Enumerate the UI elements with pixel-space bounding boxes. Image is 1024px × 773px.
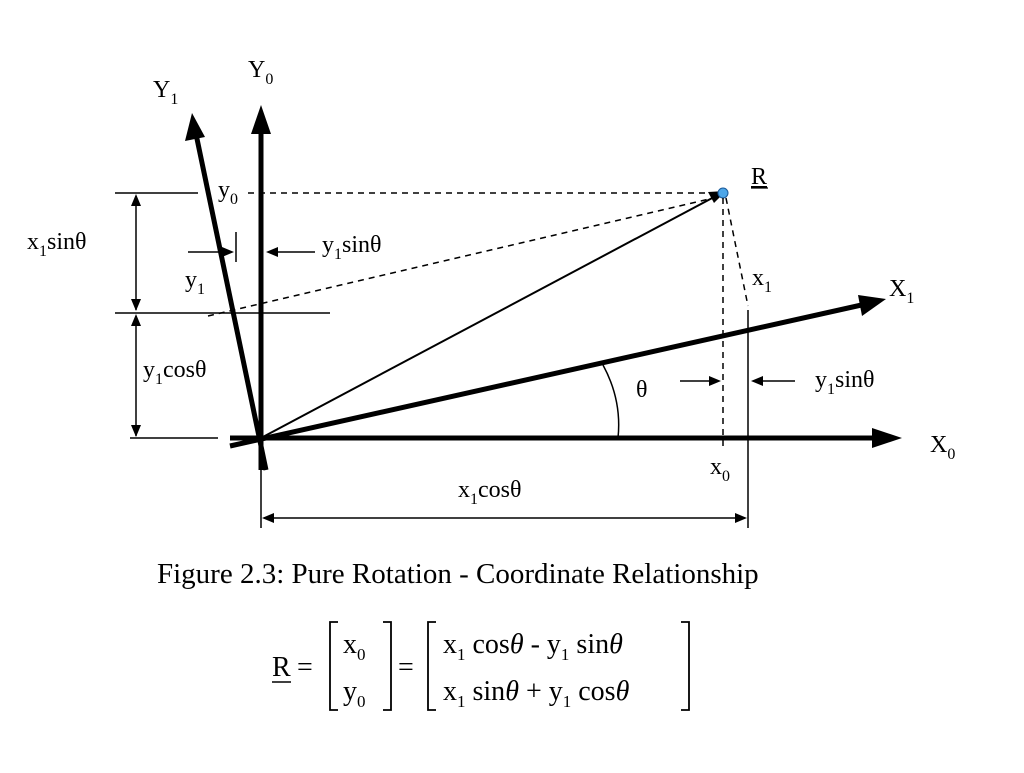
y1-axis-label: Y1 [153, 77, 178, 108]
x1-axis-arrowhead [858, 295, 886, 316]
x1-axis [229, 301, 867, 449]
y1-sin-theta-right-label: y1sinθ [815, 367, 875, 398]
matrix-bracket-right [681, 621, 690, 711]
theta-arc [602, 364, 620, 439]
y1-component-label: y1 [185, 267, 205, 298]
equation-lhs: R [272, 652, 291, 683]
theta-angle-label: θ [636, 377, 648, 403]
x1-component-label: x1 [752, 265, 772, 296]
x0-axis-label: X0 [930, 432, 955, 463]
equation-equals-1: = [297, 652, 313, 683]
x0-axis-arrowhead [872, 428, 902, 448]
y0-axis-arrowhead [251, 105, 271, 134]
arrow-y1sin-left-head [222, 247, 234, 257]
x1-axis-label: X1 [889, 276, 914, 307]
point-r-label: R [751, 164, 767, 190]
dashed-x1-component [725, 197, 749, 307]
vector-x0: x0 [343, 629, 366, 664]
vector-bracket-right [383, 621, 392, 711]
vector-bracket-left [329, 621, 338, 711]
point-r [717, 187, 729, 199]
position-vector-r [260, 195, 717, 439]
y1-axis-arrowhead [185, 113, 205, 141]
arrow-y1sin-r-left-head [709, 376, 721, 386]
dashed-y1-component [207, 196, 719, 317]
y1-cos-theta-label: y1cosθ [143, 357, 207, 388]
dim-y1cos-arrow-top [131, 314, 141, 326]
x1-cos-theta-label: x1cosθ [458, 477, 522, 508]
y1-sin-theta-top-label: y1sinθ [322, 232, 382, 263]
dim-x1cos-arrow-left [262, 513, 274, 523]
vector-y0: y0 [343, 676, 366, 711]
equation-equals-2: = [398, 652, 414, 683]
matrix-row-1: x1 cosθ - y1 sinθ [443, 629, 623, 664]
y1-axis [193, 133, 269, 471]
y0-axis-label: Y0 [248, 57, 273, 88]
x1-sin-theta-label: x1sinθ [27, 229, 87, 260]
matrix-row-2: x1 sinθ + y1 cosθ [443, 676, 630, 711]
figure-caption: Figure 2.3: Pure Rotation - Coordinate R… [157, 558, 759, 590]
dim-y1cos-arrow-bottom [131, 425, 141, 437]
matrix-bracket-left [427, 621, 436, 711]
dim-x1sin-arrow-top [131, 194, 141, 206]
arrow-y1sin-r-right-head [751, 376, 763, 386]
dim-x1sin-arrow-bottom [131, 299, 141, 311]
arrow-y1sin-right-head [266, 247, 278, 257]
x0-projection-label: x0 [710, 454, 730, 485]
y0-projection-label: y0 [218, 177, 238, 208]
dim-x1cos-arrow-right [735, 513, 747, 523]
